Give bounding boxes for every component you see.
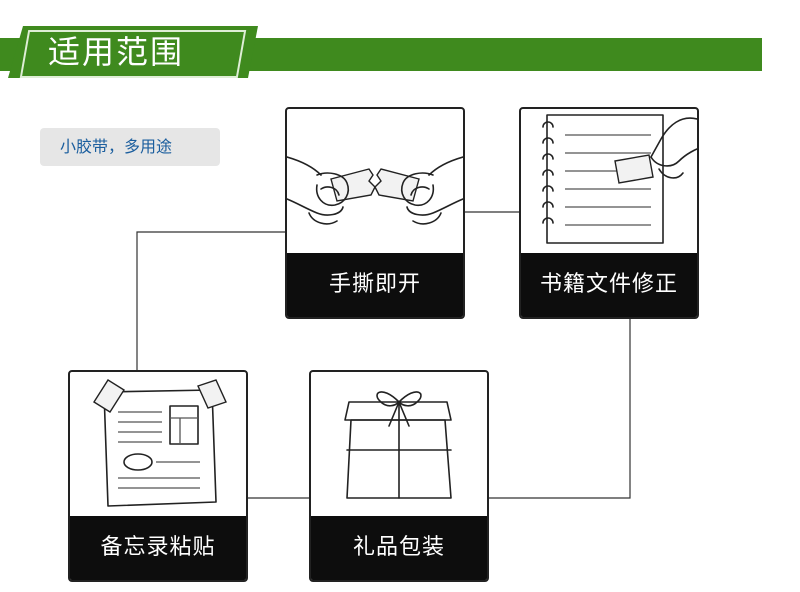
card-label: 备忘录粘贴 (70, 516, 246, 580)
feature-tag: 小胶带，多用途 (40, 128, 220, 166)
gift-box-icon (344, 391, 452, 499)
card-document-correction: 书籍文件修正 (519, 107, 699, 319)
section-banner-tab (8, 26, 258, 78)
card-label: 礼品包装 (311, 516, 487, 580)
taped-memo-icon (93, 379, 227, 507)
hands-tearing-tape-icon (287, 156, 463, 225)
feature-tag-text: 小胶带，多用途 (60, 137, 173, 156)
document-tape-icon (542, 114, 697, 244)
card-label: 书籍文件修正 (521, 253, 697, 317)
card-tear-open: 手撕即开 (285, 107, 465, 319)
card-label: 手撕即开 (287, 253, 463, 317)
card-memo-paste: 备忘录粘贴 (68, 370, 248, 582)
section-title: 适用范围 (48, 33, 185, 71)
card-gift-wrap: 礼品包装 (309, 370, 489, 582)
